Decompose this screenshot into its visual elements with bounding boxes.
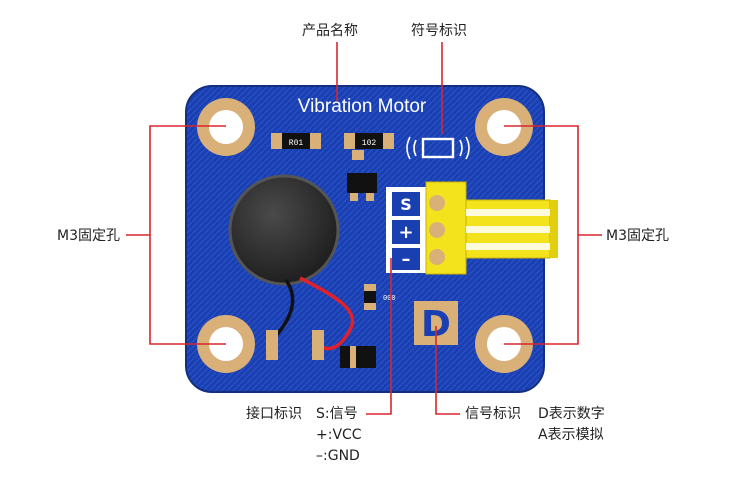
board-silkscreen-title: Vibration Motor — [298, 96, 427, 117]
mount-hole-right-label: M3固定孔 — [606, 228, 669, 244]
leader-lines — [126, 42, 602, 415]
pin-label-box: S + – — [386, 187, 426, 273]
product-name-label: 产品名称 — [302, 23, 358, 39]
vibration-symbol-icon — [406, 136, 470, 160]
resistor-r2-mark: 102 — [362, 139, 377, 148]
interface-gnd-label: –:GND — [316, 448, 360, 464]
diode-chip — [340, 346, 376, 368]
pin-label-ground: – — [402, 249, 411, 270]
interface-vcc-label: +:VCC — [316, 427, 362, 443]
pad-component-middle — [312, 330, 324, 360]
small-resistor: 000 — [364, 284, 396, 310]
mount-hole-left-label: M3固定孔 — [57, 228, 120, 244]
symbol-mark-label: 符号标识 — [411, 23, 467, 39]
small-resistor-mark: 000 — [383, 295, 396, 303]
pin-label-power: + — [398, 222, 413, 243]
mount-hole-top-right — [475, 98, 533, 156]
leader-interface-mark — [366, 258, 392, 415]
mount-hole-top-left — [197, 98, 255, 156]
transistor-chip — [347, 150, 377, 201]
interface-mark-label: 接口标识 — [246, 406, 302, 422]
pin-label-signal: S — [400, 195, 412, 214]
signal-digital-label: D表示数字 — [538, 406, 605, 422]
motor-wires — [272, 276, 355, 351]
signal-mark-label: 信号标识 — [465, 406, 521, 422]
resistor-r2: 102 — [344, 133, 394, 149]
resistor-r1: R01 — [271, 133, 321, 149]
signal-analog-label: A表示模拟 — [538, 427, 604, 443]
leader-signal-mark — [435, 326, 460, 415]
pad-component-left — [266, 330, 278, 360]
vibration-motor — [228, 174, 340, 286]
interface-s-label: S:信号 — [316, 406, 358, 422]
connector-pin-pads — [429, 195, 445, 265]
resistor-r1-mark: R01 — [289, 139, 304, 148]
